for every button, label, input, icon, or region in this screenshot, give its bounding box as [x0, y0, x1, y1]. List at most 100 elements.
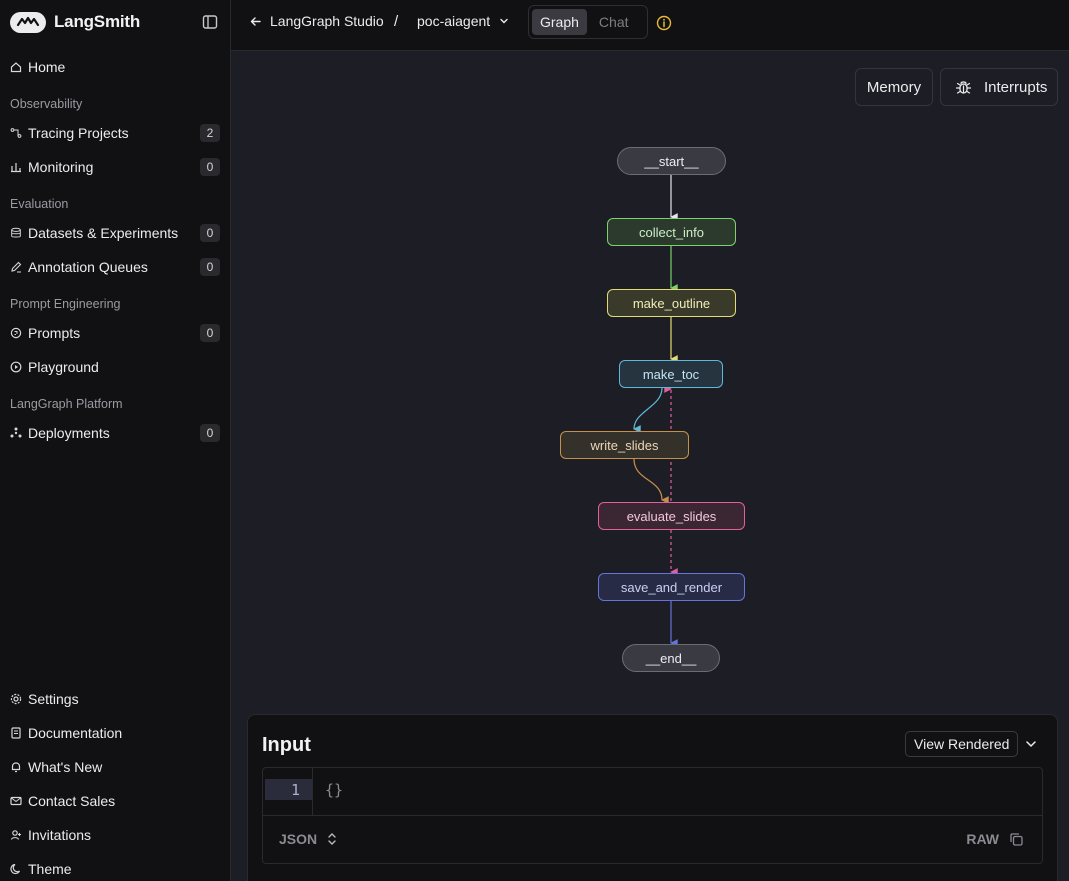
section-prompt-engineering: Prompt Engineering — [10, 297, 121, 311]
sidebar-item-whats-new[interactable]: What's New — [10, 755, 220, 779]
section-observability: Observability — [10, 97, 83, 111]
sidebar-item-annotation-queues[interactable]: Annotation Queues 0 — [10, 255, 220, 279]
bell-icon — [10, 761, 22, 773]
user-icon — [10, 829, 22, 841]
gear-icon — [10, 693, 22, 705]
sidebar-item-label: Playground — [28, 359, 99, 375]
input-panel: Input View Rendered 1 {} JSON RAW — [247, 714, 1058, 881]
sidebar-item-label: Contact Sales — [28, 793, 116, 809]
count-badge: 0 — [200, 258, 220, 276]
code-content[interactable]: {} — [325, 781, 344, 799]
sidebar-item-label: Datasets & Experiments — [28, 225, 179, 241]
langsmith-logo-icon — [10, 11, 46, 33]
doc-icon — [10, 727, 22, 739]
deploy-icon — [10, 427, 22, 439]
prompt-icon — [10, 327, 22, 339]
editor-footer: JSON RAW — [263, 815, 1042, 863]
sidebar-item-label: Monitoring — [28, 159, 94, 175]
graph-selector[interactable]: poc-aiagent — [417, 13, 510, 29]
count-badge: 0 — [200, 224, 220, 242]
sidebar-item-deployments[interactable]: Deployments 0 — [10, 421, 220, 445]
node-collect-info[interactable]: collect_info — [607, 218, 736, 246]
raw-label: RAW — [966, 831, 999, 847]
count-badge: 0 — [200, 158, 220, 176]
sidebar-item-theme[interactable]: Theme — [10, 857, 220, 881]
tracing-icon — [10, 127, 22, 139]
node-start[interactable]: __start__ — [617, 147, 726, 175]
sidebar-item-label: Theme — [28, 861, 72, 877]
section-langgraph-platform: LangGraph Platform — [10, 397, 123, 411]
graph-canvas[interactable]: Memory Interrupts __start__ collect_info… — [231, 51, 1069, 881]
brand[interactable]: LangSmith — [10, 11, 140, 33]
copy-icon[interactable] — [1009, 832, 1024, 847]
mail-icon — [10, 795, 22, 807]
json-editor[interactable]: 1 {} JSON RAW — [262, 767, 1043, 864]
interrupts-label: Interrupts — [984, 78, 1048, 96]
sidebar-item-label: What's New — [28, 759, 103, 775]
sidebar-item-label: Home — [28, 59, 66, 75]
info-icon[interactable] — [656, 15, 672, 31]
interrupts-button[interactable]: Interrupts — [940, 68, 1058, 106]
sidebar-item-prompts[interactable]: Prompts 0 — [10, 321, 220, 345]
format-selector[interactable]: JSON — [279, 831, 337, 847]
sidebar-item-tracing-projects[interactable]: Tracing Projects 2 — [10, 121, 220, 145]
edge-write-evaluate — [633, 458, 669, 504]
sidebar-item-invitations[interactable]: Invitations — [10, 823, 220, 847]
view-rendered-button[interactable]: View Rendered — [905, 731, 1019, 757]
section-evaluation: Evaluation — [10, 197, 69, 211]
chevron-down-icon[interactable] — [1023, 736, 1039, 752]
sidebar-item-documentation[interactable]: Documentation — [10, 721, 220, 745]
brand-name: LangSmith — [54, 12, 141, 31]
line-number: 1 — [265, 779, 312, 800]
top-bar: LangGraph Studio / poc-aiagent Graph Cha… — [231, 0, 1069, 51]
node-make-outline[interactable]: make_outline — [607, 289, 736, 317]
sidebar-item-monitoring[interactable]: Monitoring 0 — [10, 155, 220, 179]
editor-gutter: 1 — [263, 768, 313, 815]
breadcrumb-separator: / — [394, 13, 399, 30]
node-write-slides[interactable]: write_slides — [560, 431, 689, 459]
graph-name: poc-aiagent — [417, 13, 491, 29]
tab-graph[interactable]: Graph — [532, 9, 587, 35]
sidebar-item-settings[interactable]: Settings — [10, 687, 220, 711]
sidebar: LangSmith Home Observability Tracing Pro… — [0, 0, 231, 881]
edge-toc-write — [633, 387, 663, 433]
node-save-and-render[interactable]: save_and_render — [598, 573, 745, 601]
format-label: JSON — [279, 831, 318, 847]
back-to-studio-link[interactable]: LangGraph Studio — [249, 13, 384, 29]
sidebar-item-label: Invitations — [28, 827, 92, 843]
sidebar-item-label: Annotation Queues — [28, 259, 148, 275]
sidebar-item-label: Prompts — [28, 325, 81, 341]
chevron-updown-icon — [328, 833, 336, 845]
chevron-down-icon — [500, 18, 508, 24]
arrow-left-icon — [250, 16, 261, 26]
sidebar-item-label: Settings — [28, 691, 79, 707]
sidebar-item-contact-sales[interactable]: Contact Sales — [10, 789, 220, 813]
sidebar-item-playground[interactable]: Playground — [10, 355, 220, 379]
sidebar-item-datasets[interactable]: Datasets & Experiments 0 — [10, 221, 220, 245]
sidebar-item-home[interactable]: Home — [10, 55, 220, 79]
sidebar-item-label: Documentation — [28, 725, 123, 741]
monitoring-icon — [10, 161, 22, 173]
count-badge: 2 — [200, 124, 220, 142]
memory-button[interactable]: Memory — [855, 68, 933, 106]
tab-chat[interactable]: Chat — [598, 14, 629, 30]
home-icon — [10, 61, 22, 73]
back-label: LangGraph Studio — [270, 13, 384, 29]
node-evaluate-slides[interactable]: evaluate_slides — [598, 502, 745, 530]
node-end[interactable]: __end__ — [622, 644, 720, 672]
count-badge: 0 — [200, 424, 220, 442]
sidebar-item-label: Deployments — [28, 425, 110, 441]
input-title: Input — [262, 734, 311, 756]
count-badge: 0 — [200, 324, 220, 342]
play-icon — [10, 361, 22, 373]
pen-icon — [10, 261, 22, 273]
bug-icon — [955, 80, 972, 94]
raw-toggle[interactable]: RAW — [966, 831, 1024, 847]
view-mode-toggle: Graph Chat — [528, 5, 648, 39]
moon-icon — [10, 863, 22, 875]
memory-label: Memory — [866, 78, 922, 96]
sidebar-item-label: Tracing Projects — [28, 125, 129, 141]
sidebar-toggle-icon[interactable] — [202, 14, 218, 30]
node-make-toc[interactable]: make_toc — [619, 360, 723, 388]
database-icon — [10, 227, 22, 239]
